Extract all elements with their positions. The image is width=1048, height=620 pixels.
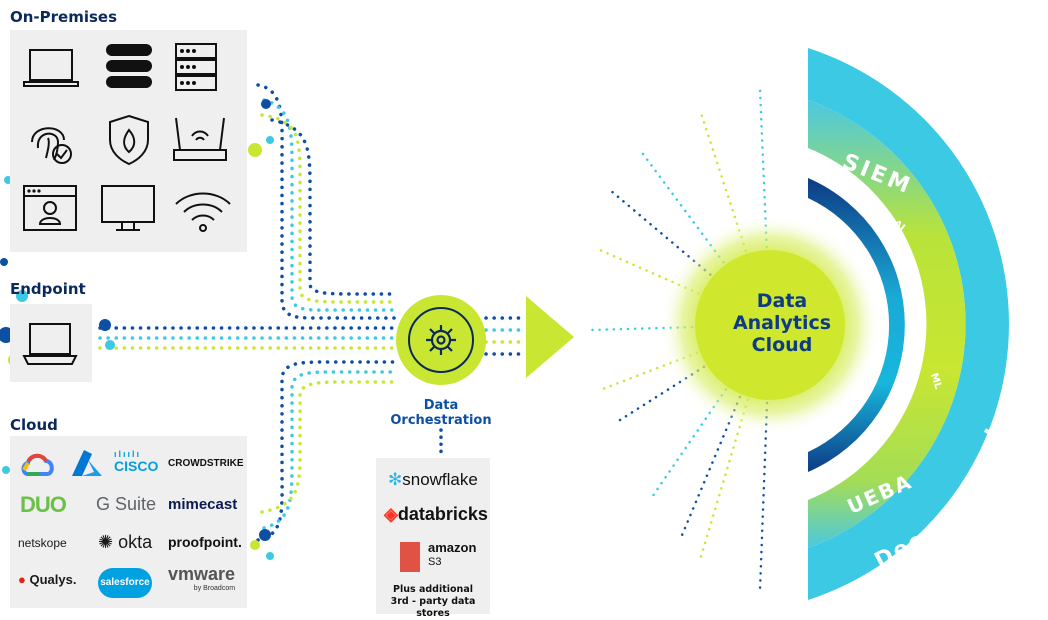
server-rack-icon [175, 43, 217, 91]
laptop-icon [22, 323, 78, 365]
okta-logo: ✺ okta [98, 532, 153, 552]
router-icon [173, 117, 227, 161]
data-stores-panel: ✻snowflake ◈databricks amazon S3 Plus ad… [376, 458, 490, 619]
gear-icon [426, 325, 456, 355]
vmware-sub: by Broadcom [193, 585, 236, 592]
databricks-logo: ◈databricks [384, 504, 488, 524]
snowflake-logo: ✻snowflake [388, 470, 478, 489]
data-stores-footer: Plus additional 3rd - party data stores [390, 584, 476, 619]
gsuite-logo: G Suite [96, 494, 157, 514]
server-stack-icon [106, 44, 152, 88]
vmware-logo: vmware by Broadcom [168, 564, 236, 592]
label-soar: SOAR [1009, 303, 1034, 387]
section-title-endpoint: Endpoint [10, 280, 86, 298]
flow-lines [98, 83, 522, 542]
orchestration-label: Data Orchestration [390, 398, 492, 428]
section-title-cloud: Cloud [10, 416, 58, 434]
google-cloud-logo [21, 453, 54, 476]
middle-ring [808, 100, 966, 548]
monitor-icon [101, 185, 155, 231]
netskope-logo: netskope [18, 536, 67, 550]
azure-logo [72, 450, 102, 476]
on-premises-panel [10, 30, 247, 252]
cloud-panel: ılıılı CISCO CROWDSTRIKE DUO G Suite mim… [10, 436, 247, 608]
qualys-logo: ● Qualys. [18, 572, 77, 587]
inner-ring [808, 178, 905, 472]
laptop-icon [23, 49, 79, 87]
mimecast-logo: mimecast [168, 496, 238, 513]
duo-logo: DUO [20, 492, 67, 517]
salesforce-logo: salesforce [98, 568, 152, 598]
outer-ring [808, 48, 1009, 600]
section-title-on-premises: On-Premises [10, 8, 118, 26]
firewall-shield-icon [109, 114, 149, 166]
wifi-icon [175, 192, 231, 232]
data-analytics-cloud-label: Data Analytics Cloud [732, 290, 832, 356]
orchestration-node [396, 295, 486, 385]
crowdstrike-logo: CROWDSTRIKE [168, 458, 244, 469]
endpoint-panel [10, 304, 92, 382]
cisco-logo: ılıılı CISCO [114, 449, 159, 474]
label-ml: ML [928, 372, 944, 392]
browser-user-icon [23, 185, 77, 231]
arrow-icon [526, 296, 574, 378]
fingerprint-icon [31, 127, 72, 164]
proofpoint-logo: proofpoint. [168, 534, 242, 550]
